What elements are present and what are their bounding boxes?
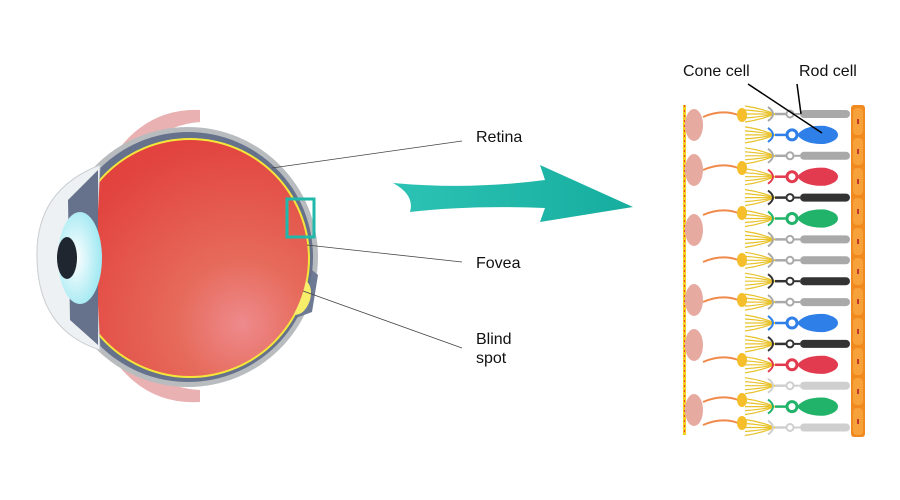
bipolar-cell [737,293,747,307]
bipolar-cell [737,253,747,267]
blind-spot-pointer-line [302,290,463,349]
cone-cell [744,397,838,416]
blind-spot-label: Blind spot [476,330,512,368]
rod-cell [744,272,850,290]
fovea-highlight-box [285,197,316,239]
cone-cell-pointer-line [747,83,823,134]
fovea-label: Fovea [476,255,521,272]
rod-cell [744,189,850,207]
zoom-arrow [393,165,633,222]
blind-spot-label-line1: Blind [476,331,512,348]
bipolar-cell [737,108,747,122]
ganglion-cell [685,329,703,361]
ganglion-cell [685,214,703,246]
blind-spot-label-line2: spot [476,350,507,367]
cone-cell [744,313,838,333]
cone-cell [744,209,838,228]
rod-cell [744,230,850,248]
cone-cell [744,125,838,144]
cone-cell [744,167,838,186]
bipolar-cell [737,206,747,220]
ganglion-cell [685,394,703,426]
ganglion-cell [685,109,703,141]
rod-cell [744,335,850,353]
rod-cell [744,418,850,437]
eyeball [58,127,318,387]
bipolar-cell [737,393,747,407]
rod-cell-label: Rod cell [799,63,857,80]
rod-cell [744,293,850,311]
rod-cell [744,251,850,269]
rod-cell [744,147,850,165]
cone-cell [744,355,838,374]
ganglion-cell [685,284,703,316]
bipolar-cell [737,353,747,367]
pigment-epithelium [851,105,865,437]
bipolar-cell [737,161,747,175]
rod-cell [744,377,850,395]
vitreous-body [72,140,308,376]
retina-pointer-line [271,140,463,169]
retina-cross-section [683,105,865,437]
front-of-eye [36,164,102,351]
rod-cell [744,105,850,123]
rod-cell-pointer-line [796,83,802,115]
retina-label: Retina [476,129,523,146]
pupil [57,237,77,279]
ganglion-cell [685,154,703,186]
lens [58,212,102,304]
fovea-pointer-line [306,244,463,263]
bipolar-cell [737,416,747,430]
cone-cell-label: Cone cell [683,63,750,80]
